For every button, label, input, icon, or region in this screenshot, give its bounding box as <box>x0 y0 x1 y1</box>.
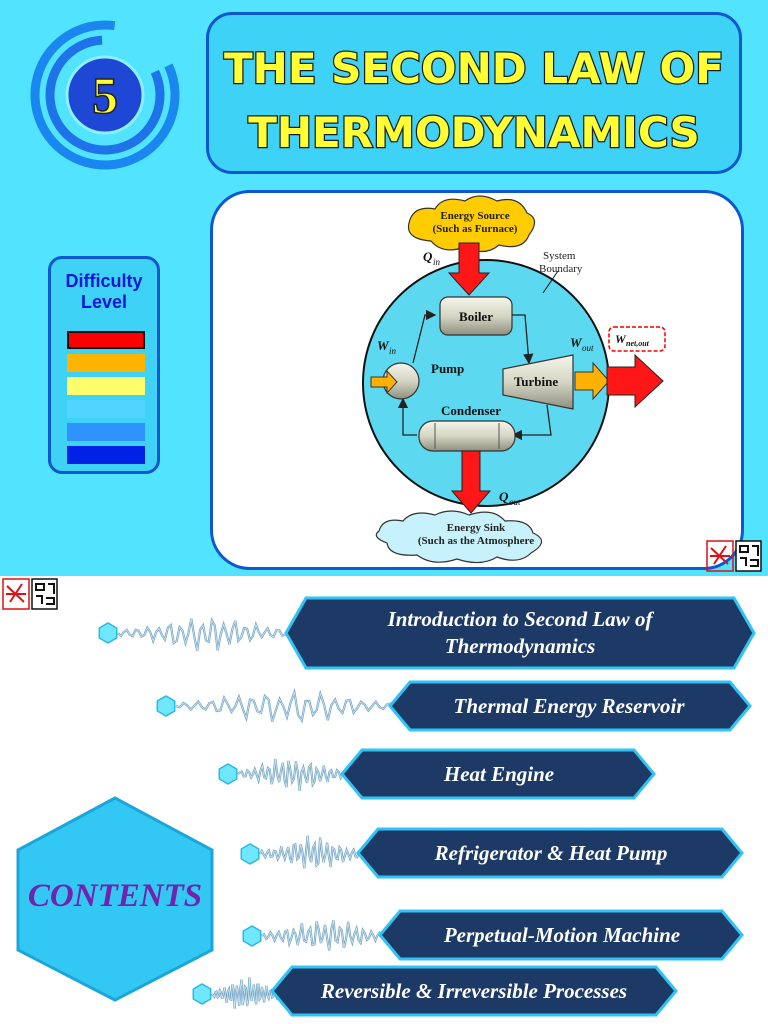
wave-connector-highlight <box>237 758 351 791</box>
hex-node <box>242 925 262 947</box>
system-boundary-label: System <box>543 250 576 262</box>
difficulty-label: Difficulty Level <box>65 271 143 312</box>
contents-banner <box>340 748 656 800</box>
seal-stamp <box>2 578 58 610</box>
hex-node <box>192 983 212 1005</box>
contents-heading: CONTENTS <box>27 878 203 914</box>
system-boundary-detail: Boundary <box>539 263 583 275</box>
energy-sink-label: Energy Sink <box>447 522 506 534</box>
page-title-line1: THE SECOND LAW OF <box>224 44 724 93</box>
contents-item-heat-engine[interactable]: Heat Engine <box>443 761 555 786</box>
contents-banner <box>270 965 678 1017</box>
difficulty-level-1 <box>67 331 145 349</box>
header-section: 5 THE SECOND LAW OF THERMODYNAMICS Diffi… <box>0 0 768 576</box>
wave-connector-highlight <box>175 690 399 722</box>
heat-in-subscript: in <box>433 257 441 267</box>
energy-source-cloud <box>407 195 536 253</box>
difficulty-panel: Difficulty Level <box>48 256 160 474</box>
work-in-subscript: in <box>389 346 397 356</box>
hex-node <box>98 622 118 644</box>
hex-node <box>240 843 260 865</box>
difficulty-level-4 <box>67 400 145 418</box>
seal-stamp <box>706 540 762 572</box>
wave-connector-highlight <box>261 920 389 951</box>
contents-item-perpetual-motion-machine[interactable]: Perpetual-Motion Machine <box>443 922 681 947</box>
heat-out-subscript: out <box>509 497 521 507</box>
energy-source-label: Energy Source <box>440 210 509 222</box>
title-graphic: THE SECOND LAW OF THERMODYNAMICS <box>223 43 725 159</box>
work-out-subscript: out <box>582 343 594 353</box>
heat-engine-diagram-panel: Energy Source (Such as Furnace) Q in Sys… <box>210 190 744 570</box>
condenser <box>418 420 516 452</box>
contents-menu-graphics <box>98 596 756 1017</box>
energy-source-detail: (Such as Furnace) <box>433 223 518 235</box>
work-in-label: W <box>377 338 390 353</box>
hex-node <box>218 763 238 785</box>
boiler-label: Boiler <box>459 309 493 324</box>
contents-item-introduction[interactable]: Introduction to Second Law of Thermodyna… <box>387 607 653 658</box>
contents-item-reversible-irreversible[interactable]: Reversible & Irreversible Processes <box>320 978 628 1003</box>
work-out-label: W <box>570 335 583 350</box>
contents-item-thermal-energy-reservoir[interactable]: Thermal Energy Reservoir <box>453 693 685 718</box>
contents-banner <box>388 680 752 732</box>
heat-engine-diagram: Energy Source (Such as Furnace) Q in Sys… <box>362 195 666 564</box>
wave-connector <box>261 919 389 951</box>
net-work-subscript: net,out <box>626 339 650 348</box>
contents-banner <box>378 909 744 961</box>
contents-section: CONTENTS Introduction to Second Law of T… <box>0 576 768 1024</box>
difficulty-level-3 <box>67 377 145 395</box>
net-work-box <box>608 326 666 352</box>
energy-sink-detail: (Such as the Atmosphere <box>418 535 534 547</box>
chapter-number: 5 <box>92 68 118 125</box>
contents-hexagon <box>16 796 214 1002</box>
work-out-arrow <box>574 361 610 401</box>
contents-banner <box>284 596 756 670</box>
work-in-arrow <box>370 369 398 395</box>
title-panel: THE SECOND LAW OF THERMODYNAMICS <box>206 12 742 174</box>
heat-out-arrow <box>450 450 492 514</box>
net-work-label: W <box>615 332 627 346</box>
wave-connector-highlight <box>259 835 367 869</box>
difficulty-level-6 <box>67 446 145 464</box>
contents-item-refrigerator-heat-pump[interactable]: Refrigerator & Heat Pump <box>434 840 668 865</box>
net-work-arrow <box>606 353 664 409</box>
difficulty-level-5 <box>67 423 145 441</box>
condenser-label: Condenser <box>441 403 501 418</box>
chapter-badge: 5 <box>30 20 180 170</box>
heat-out-label: Q <box>499 489 509 504</box>
heat-in-arrow <box>447 242 491 296</box>
heat-in-label: Q <box>423 249 433 264</box>
difficulty-level-2 <box>67 354 145 372</box>
contents-banner <box>356 827 744 879</box>
turbine-label: Turbine <box>514 374 559 389</box>
hex-node <box>156 695 176 717</box>
wave-connector-highlight <box>117 618 295 651</box>
pump-label: Pump <box>431 361 464 376</box>
page-title-line2: THERMODYNAMICS <box>248 108 699 157</box>
turbine <box>502 354 574 410</box>
boiler <box>439 296 513 336</box>
energy-sink-cloud <box>375 510 543 564</box>
wave-connector-highlight <box>211 977 281 1009</box>
